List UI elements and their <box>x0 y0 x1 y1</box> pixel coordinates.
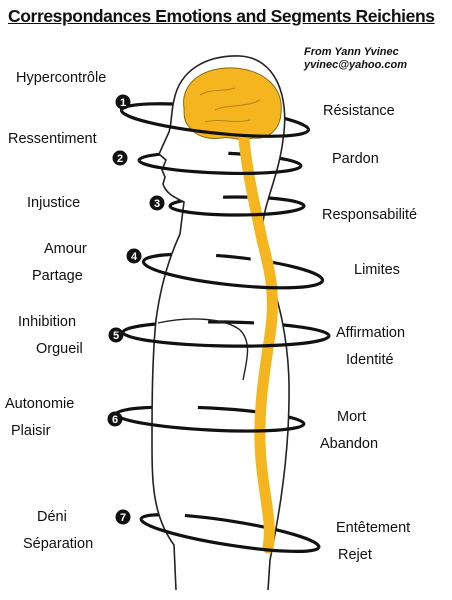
segment-marker-circle <box>126 248 142 264</box>
segment-marker-1: 1 <box>115 94 131 110</box>
segment-number: 1 <box>120 97 126 109</box>
right-label-7-1: Entêtement <box>336 520 411 536</box>
left-label-6-2: Plaisir <box>11 423 51 439</box>
right-label-6-2: Abandon <box>320 436 379 452</box>
left-label-1-1: Hypercontrôle <box>16 70 107 86</box>
segment-marker-circle <box>115 94 131 110</box>
segment-ring-front-7 <box>139 518 321 554</box>
right-label-7-2: Rejet <box>338 547 372 563</box>
arm-outline <box>157 318 249 381</box>
segment-number: 5 <box>113 330 119 342</box>
right-label-5-1: Affirmation <box>336 325 406 341</box>
segment-ring-front-1 <box>119 109 311 138</box>
segment-ring-back-3 <box>168 195 306 207</box>
left-label-7-1: Déni <box>37 509 67 525</box>
segment-marker-2: 2 <box>112 150 128 166</box>
right-label-1-1: Résistance <box>323 103 395 119</box>
rings-front-group <box>114 109 331 554</box>
segment-number: 7 <box>120 512 126 524</box>
left-label-4-1: Amour <box>44 241 87 257</box>
author-email: yvinec@yahoo.com <box>304 59 408 71</box>
segment-ring-front-4 <box>141 261 325 290</box>
segment-marker-4: 4 <box>126 248 142 264</box>
segment-marker-circle <box>108 327 124 343</box>
segment-marker-5: 5 <box>108 327 124 343</box>
right-label-3-1: Responsabilité <box>322 207 418 223</box>
left-label-5-2: Orgueil <box>36 341 83 357</box>
right-label-6-1: Mort <box>337 409 366 425</box>
left-label-4-2: Partage <box>32 268 83 284</box>
segment-marker-6: 6 <box>107 411 123 427</box>
brain <box>183 67 282 140</box>
author-name: From Yann Yvinec <box>304 46 399 58</box>
segment-marker-7: 7 <box>115 509 131 525</box>
left-label-2-1: Ressentiment <box>8 131 97 147</box>
segment-ring-back-7 <box>139 512 321 548</box>
left-label-5-1: Inhibition <box>18 314 77 330</box>
segment-marker-circle <box>107 411 123 427</box>
brain-fold <box>199 87 261 123</box>
author-credit: From Yann Yvinec yvinec@yahoo.com <box>304 46 407 72</box>
segment-marker-circle <box>149 195 165 211</box>
left-label-3-1: Injustice <box>27 195 81 211</box>
segment-markers: 1 2 3 4 5 6 7 <box>107 94 165 525</box>
segment-number: 4 <box>131 251 138 263</box>
segment-ring-front-3 <box>168 205 306 217</box>
segment-number: 6 <box>112 414 118 426</box>
segment-marker-circle <box>115 509 131 525</box>
segment-marker-circle <box>112 150 128 166</box>
segment-number: 2 <box>117 153 123 165</box>
segment-ring-back-6 <box>114 405 306 425</box>
right-label-2-1: Pardon <box>332 151 379 167</box>
right-label-4-1: Limites <box>354 262 400 278</box>
segment-ring-back-5 <box>121 320 331 337</box>
segment-marker-3: 3 <box>149 195 165 211</box>
segment-ring-front-2 <box>137 159 303 175</box>
right-label-5-2: Identité <box>346 352 394 368</box>
segment-ring-front-5 <box>121 331 331 348</box>
segment-number: 3 <box>154 198 160 210</box>
segment-ring-back-4 <box>141 252 325 281</box>
left-label-6-1: Autonomie <box>5 396 75 412</box>
left-label-7-2: Séparation <box>23 536 94 552</box>
spine <box>237 122 278 554</box>
segment-ring-front-6 <box>114 413 306 433</box>
page-title: Correspondances Emotions and Segments Re… <box>8 6 435 26</box>
